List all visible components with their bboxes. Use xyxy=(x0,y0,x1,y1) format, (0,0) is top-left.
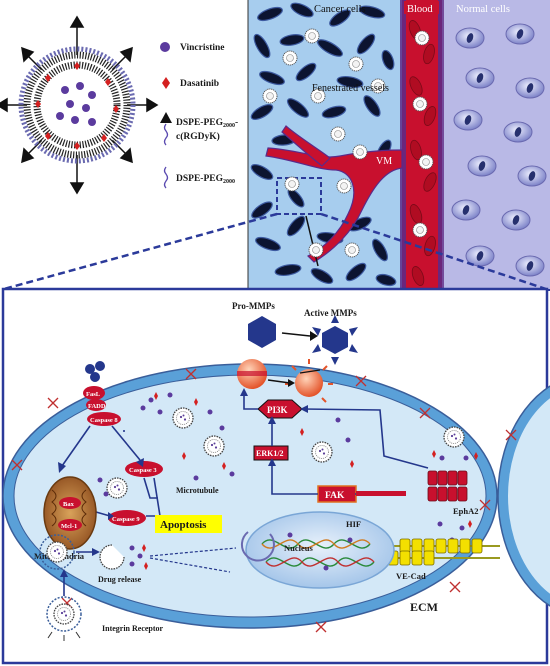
epha2-receptor: EphA2 xyxy=(427,426,479,543)
vm-vessel xyxy=(265,125,403,263)
mmp-activation: Pro-MMPs Active MMPs xyxy=(232,301,358,365)
label-apoptosis: Apoptosis xyxy=(160,519,207,531)
label-ve-cad: VE-Cad xyxy=(396,571,426,581)
epha2-liposome xyxy=(443,426,465,448)
dasatinib-icon xyxy=(162,77,170,89)
mmp-receptor xyxy=(237,359,333,403)
label-blood: Blood xyxy=(407,4,433,15)
label-fasl: FasL xyxy=(86,391,101,398)
label-fak: FAK xyxy=(325,491,345,501)
label-caspase8: Caspase 8 xyxy=(90,417,118,424)
peg-icon xyxy=(163,166,169,189)
legend-dspe-peg: DSPE-PEG2000 xyxy=(176,174,235,185)
label-epha2: EphA2 xyxy=(453,506,479,516)
label-bax: Bax xyxy=(63,501,75,508)
zoom-connectors xyxy=(3,212,547,291)
label-pro-mmps: Pro-MMPs xyxy=(232,301,275,311)
dna-helix xyxy=(261,539,375,567)
legend-dspe-rgd: DSPE-PEG2000- xyxy=(176,118,238,129)
liposome-diagram xyxy=(0,15,159,195)
bax-node xyxy=(59,497,81,509)
label-caspase9: Caspase 9 xyxy=(112,516,140,523)
label-normal-cells: Normal cells xyxy=(456,4,510,15)
fadd-node xyxy=(86,399,106,411)
vincristine-icon xyxy=(160,42,170,52)
pro-mmp-hexagon xyxy=(248,316,276,348)
legend-vincristine: Vincristine xyxy=(180,43,225,53)
label-microtubule: Microtubule xyxy=(176,486,219,495)
signaling-pathway: PI3K ERK1/2 FAK xyxy=(240,388,429,503)
release-arrows xyxy=(149,547,237,573)
fasl-receptor xyxy=(83,386,105,400)
label-hif: HIF xyxy=(346,519,361,529)
apoptosis-box xyxy=(155,515,222,533)
label-erk: ERK1/2 xyxy=(256,449,284,458)
legend-rgd: c(RGDyK) xyxy=(176,131,220,142)
membrane-receptors xyxy=(11,368,517,633)
normal-cells xyxy=(451,23,547,277)
label-drug-release: Drug release xyxy=(98,575,142,584)
tissue-panel: Cancer cells Blood Normal cells Fenestra… xyxy=(247,0,550,291)
label-vm: VM xyxy=(376,156,392,167)
legend-dasatinib: Dasatinib xyxy=(180,79,219,89)
label-ecm: ECM xyxy=(410,600,438,614)
drug-release: Drug release Integrin Receptor xyxy=(39,534,164,641)
nucleus: HIF Nucleus xyxy=(240,511,395,589)
label-fadd: FADD xyxy=(88,403,106,410)
label-fenestrated-vessels: Fenestrated vessels xyxy=(312,83,389,94)
label-nucleus: Nucleus xyxy=(284,543,314,553)
intracellular-liposomes xyxy=(97,392,354,499)
label-mcl1: Mcl-1 xyxy=(61,523,77,530)
caspase9-node xyxy=(108,510,146,526)
mcl1-node xyxy=(58,519,82,531)
label-cancer-cells: Cancer cells xyxy=(314,4,366,15)
extrinsic-apoptosis: FasL FADD Caspase 8 Caspase 3 Caspase 9 xyxy=(58,361,163,526)
caspase3-node xyxy=(125,461,163,477)
caspase8-node xyxy=(87,412,121,426)
active-mmp-star xyxy=(312,315,358,365)
rgd-peg-icon xyxy=(160,112,172,123)
label-caspase3: Caspase 3 xyxy=(129,467,157,474)
label-integrin-receptor: Integrin Receptor xyxy=(102,624,164,633)
label-pi3k: PI3K xyxy=(267,405,288,415)
legend: Vincristine Dasatinib DSPE-PEG2000- c(RG… xyxy=(160,42,238,189)
cancer-cells xyxy=(250,2,397,287)
label-active-mmps: Active MMPs xyxy=(304,308,357,318)
red-blood-cells xyxy=(408,20,437,286)
